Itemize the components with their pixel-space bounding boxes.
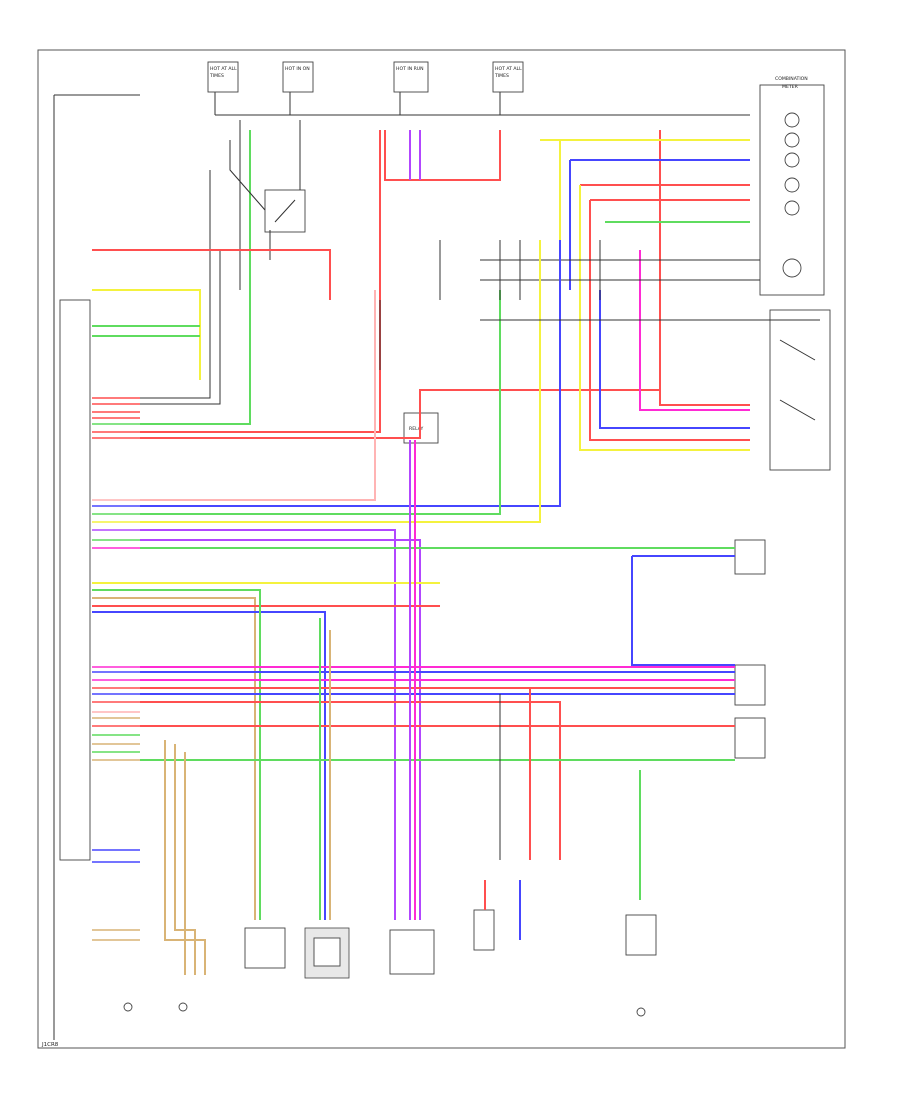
svg-text:RELAY: RELAY: [409, 426, 424, 432]
fuse-panel-3: HOT IN RUN: [393, 61, 429, 93]
svg-text:METER: METER: [782, 84, 799, 90]
wire: [140, 130, 251, 425]
wire: [140, 290, 376, 501]
wire: [639, 250, 750, 411]
wire: [579, 185, 750, 451]
sensor-b-box: [734, 717, 766, 759]
power-bus: [53, 92, 750, 1040]
wire: [140, 539, 421, 920]
wire: [140, 170, 211, 399]
wire: [92, 249, 331, 300]
solenoid-2-box: [304, 927, 350, 979]
wire: [140, 270, 561, 507]
wire-group: [92, 120, 820, 975]
wire: [140, 130, 661, 439]
svg-text:HOT AT ALL: HOT AT ALL: [210, 66, 237, 72]
sol-valve-box: [473, 909, 495, 951]
wire: [140, 270, 541, 523]
sensor-a-box: [734, 664, 766, 706]
trans-switch-box: [769, 309, 831, 471]
diagram-code: J1CR8: [41, 1042, 59, 1048]
fuse-panel-2: HOT IN ON: [282, 61, 314, 93]
wire: [229, 140, 266, 211]
svg-text:HOT IN ON: HOT IN ON: [285, 66, 310, 72]
ground-symbols: [123, 1002, 646, 1017]
brake-switch-box: [264, 189, 306, 233]
svg-text:COMBINATION: COMBINATION: [775, 76, 808, 82]
wire: [92, 589, 261, 920]
ecm-connector: [59, 299, 91, 861]
solenoid-1-box: [244, 927, 286, 969]
overdrive-sw-box: [625, 914, 657, 956]
wire: [140, 250, 221, 405]
svg-text:HOT IN RUN: HOT IN RUN: [396, 66, 424, 72]
wire: [92, 597, 256, 920]
svg-text:HOT AT ALL: HOT AT ALL: [495, 66, 522, 72]
speed-sensor-box: [389, 929, 435, 975]
wire: [599, 290, 750, 429]
wire: [384, 130, 501, 181]
svg-text:TIMES: TIMES: [494, 73, 509, 79]
svg-text:TIMES: TIMES: [209, 73, 224, 79]
wire: [140, 529, 396, 920]
wire: [659, 270, 750, 406]
wire: [631, 556, 735, 666]
combination-meter: COMBINATION METER: [759, 76, 825, 296]
fuse-panel-1: HOT AT ALL TIMES: [207, 61, 239, 93]
cruise-ecu-box: [734, 539, 766, 575]
diagram-frame: [37, 49, 846, 1049]
wire: [92, 611, 326, 920]
wire: [140, 130, 381, 433]
wire: [92, 289, 201, 380]
fuse-panel-4: HOT AT ALL TIMES: [492, 61, 524, 93]
wire: [140, 701, 561, 860]
wire: [140, 290, 501, 515]
